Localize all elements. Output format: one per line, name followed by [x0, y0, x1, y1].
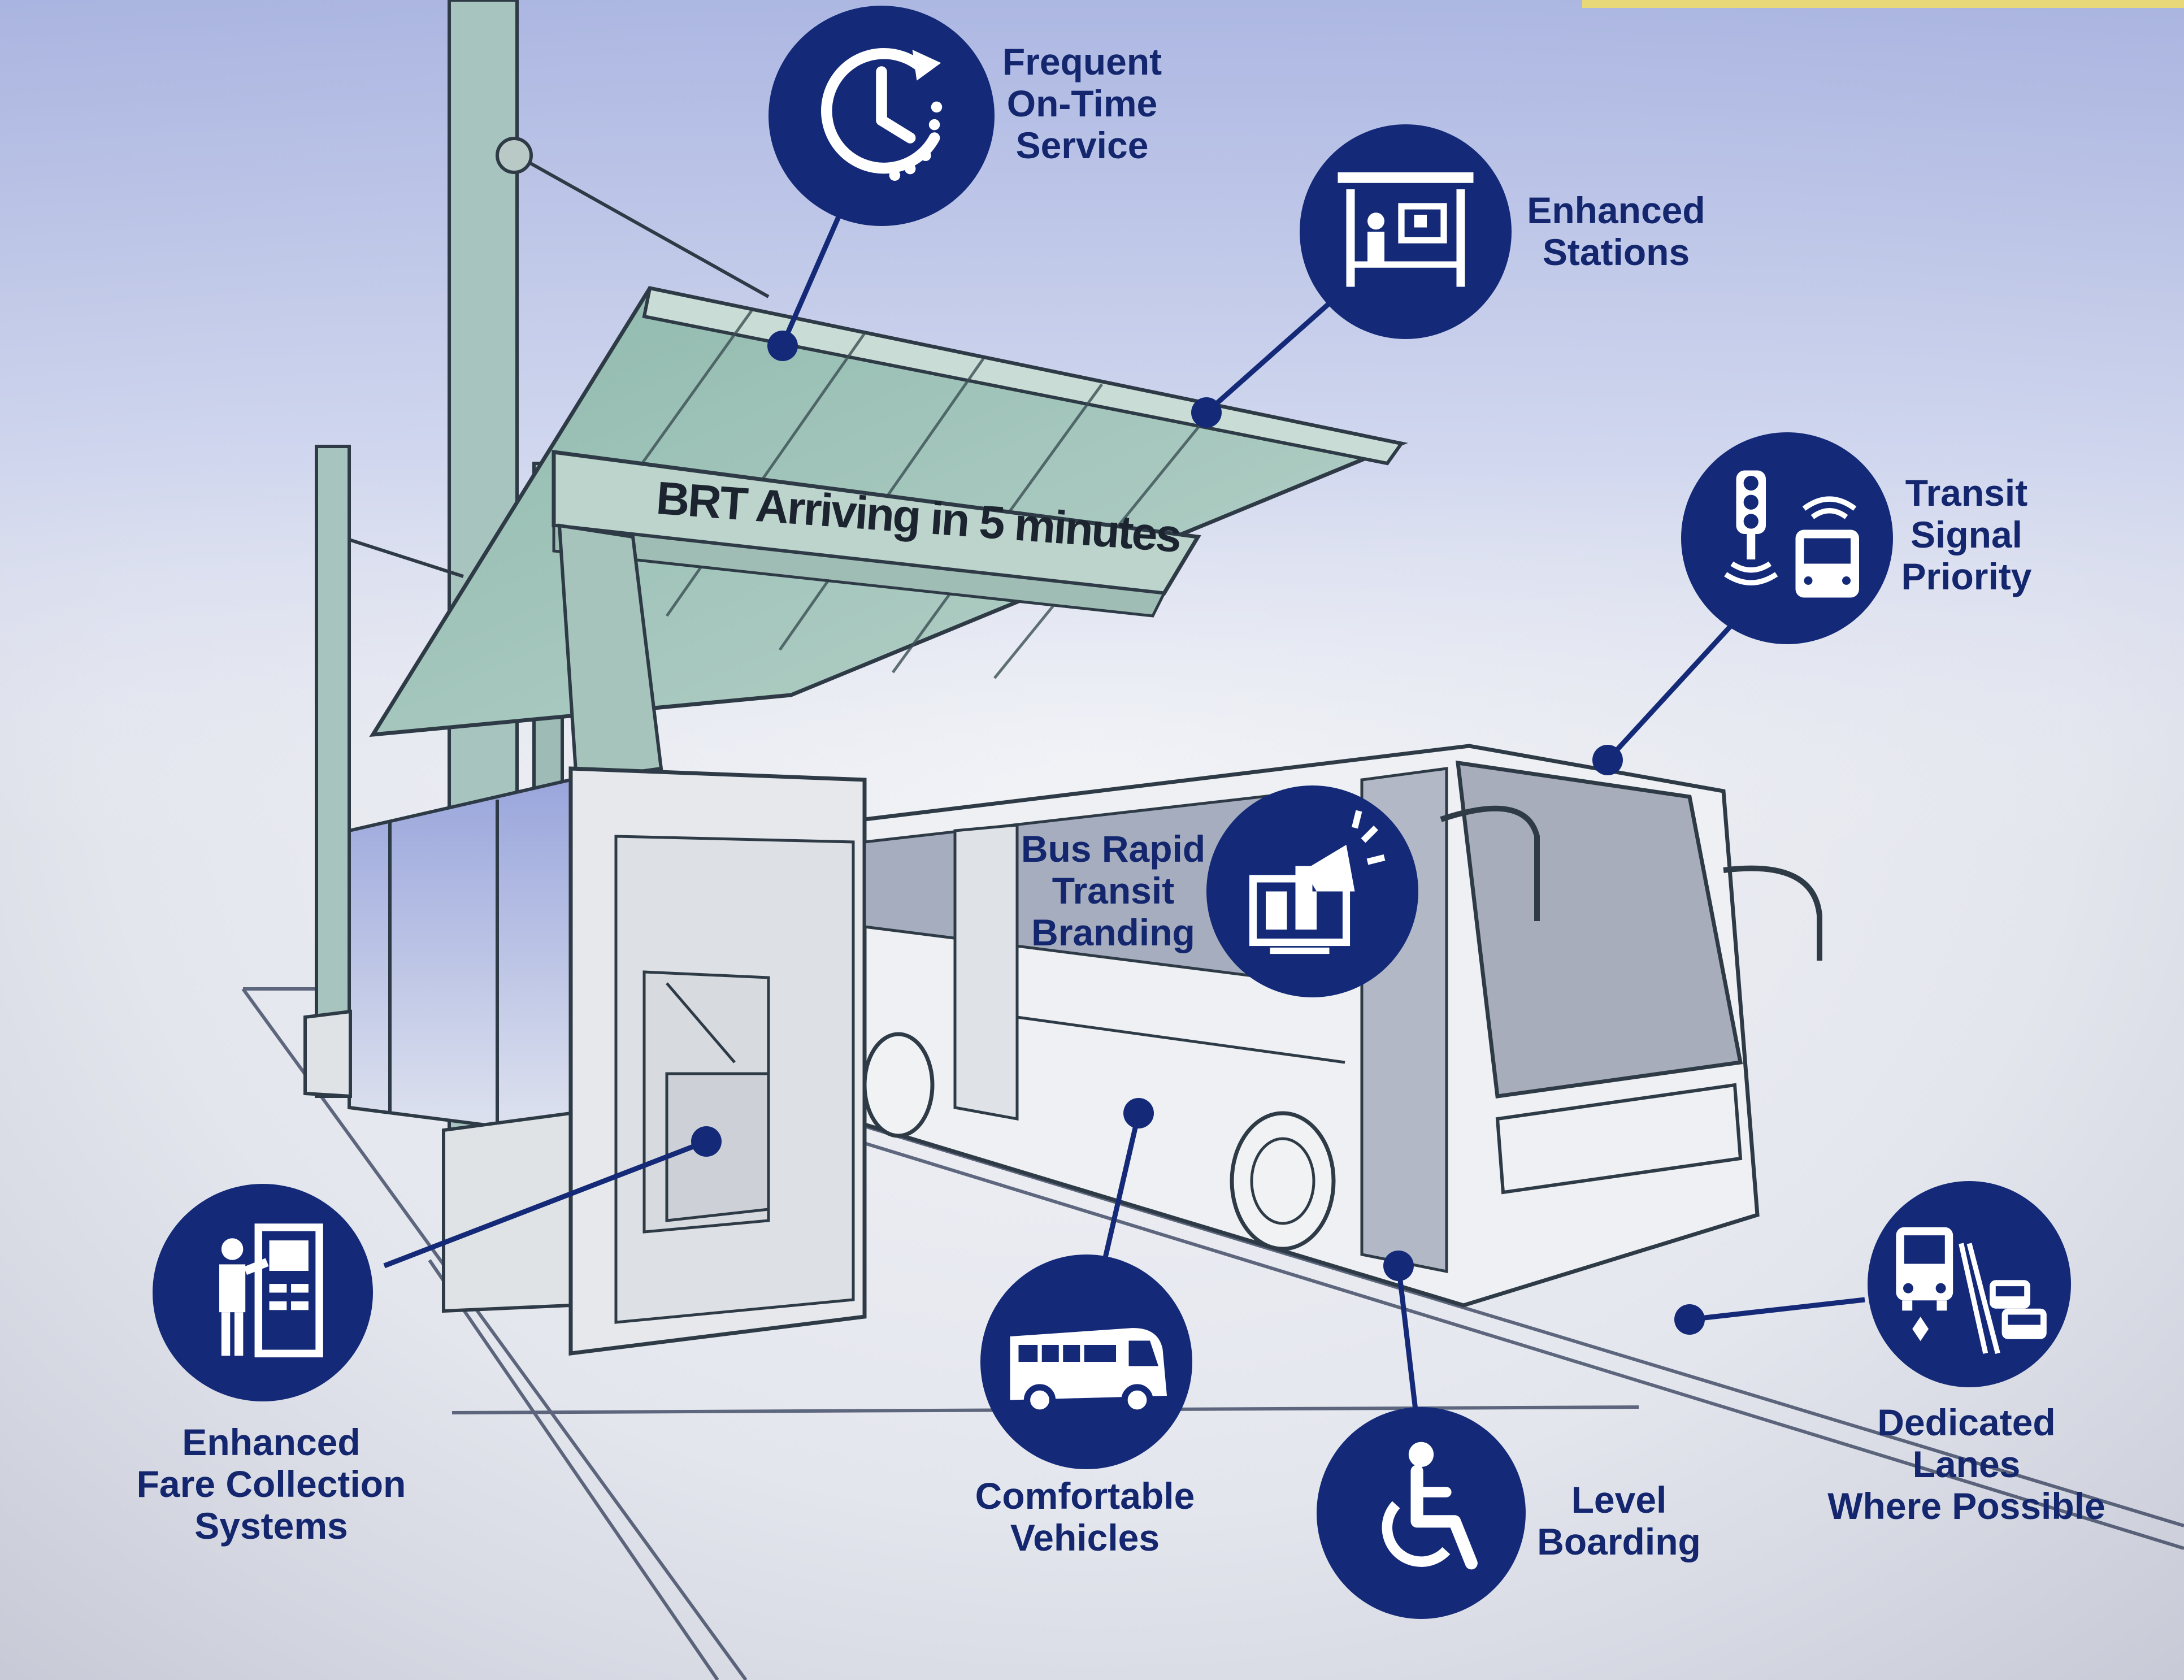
traffic-signal-bus-icon: [1681, 432, 1893, 644]
wheelchair-icon: [1317, 1407, 1526, 1619]
connector-dot: [1592, 745, 1623, 775]
clock-icon: [768, 6, 995, 226]
connector-dot: [1123, 1098, 1154, 1128]
connector-dot: [691, 1126, 722, 1157]
connector-dot: [767, 331, 798, 361]
fare-machine-icon: [153, 1184, 373, 1401]
coach-bus-icon: [980, 1254, 1192, 1469]
megaphone-screen-icon: [1206, 785, 1418, 997]
station-icon: [1300, 124, 1512, 339]
connector-dot: [1383, 1251, 1414, 1281]
connector-dot: [1674, 1304, 1705, 1335]
bus-lane-icon: [1868, 1181, 2071, 1387]
connector-dot: [1191, 397, 1222, 428]
